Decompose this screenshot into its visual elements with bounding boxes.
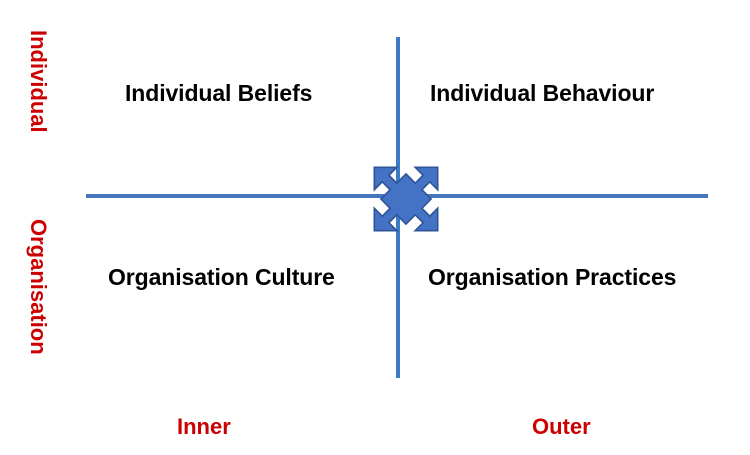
axis-label-organisation: Organisation bbox=[26, 219, 51, 355]
quadrant-label-organisation-culture: Organisation Culture bbox=[108, 264, 335, 290]
quadrant-label-organisation-practices: Organisation Practices bbox=[428, 264, 677, 290]
four-way-diagonal-arrows-icon bbox=[371, 166, 441, 232]
axis-label-individual: Individual bbox=[26, 30, 51, 133]
axis-label-outer: Outer bbox=[532, 414, 591, 439]
quadrant-label-individual-beliefs: Individual Beliefs bbox=[125, 80, 313, 106]
axis-label-inner: Inner bbox=[177, 414, 231, 439]
quadrant-label-individual-behaviour: Individual Behaviour bbox=[430, 80, 655, 106]
